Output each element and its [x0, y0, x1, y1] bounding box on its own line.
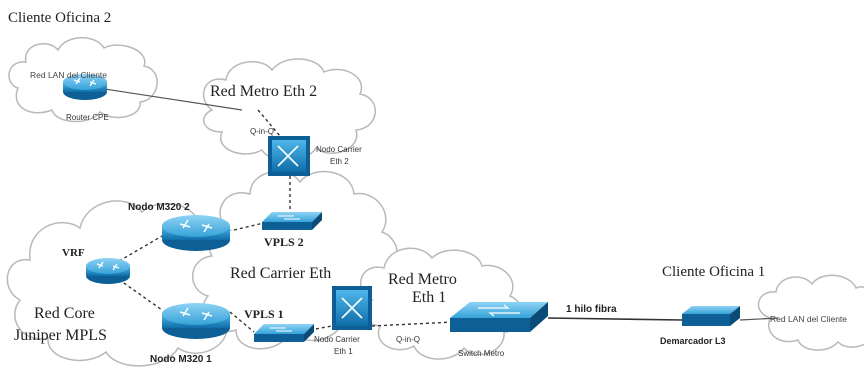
cloud-lan-cliente-1 — [757, 274, 864, 351]
nodo-m320-2-router-icon[interactable] — [162, 215, 230, 251]
red-lan-cliente-top-label: Red LAN del Cliente — [30, 70, 107, 80]
demarcador-l3-icon[interactable] — [682, 306, 740, 326]
nodo-carrier-eth-1-icon[interactable] — [332, 286, 372, 330]
vpls-2-switch-icon[interactable] — [262, 212, 322, 230]
red-carrier-eth-label: Red Carrier Eth — [230, 265, 331, 282]
vpls-1-switch-icon[interactable] — [254, 324, 314, 342]
red-metro-eth-1-label-line1: Red Metro — [388, 271, 457, 288]
hilo-fibra-label: 1 hilo fibra — [566, 304, 617, 315]
nodo-carrier-eth-2-icon[interactable] — [268, 136, 310, 176]
nodo-carrier-eth-1-label-line1: Nodo Carrier — [314, 335, 360, 344]
switch-metro-icon[interactable] — [450, 302, 548, 332]
nodo-m320-1-label: Nodo M320 1 — [150, 354, 212, 365]
vpls-2-label: VPLS 2 — [264, 235, 304, 249]
nodo-carrier-eth-2-label-line1: Nodo Carrier — [316, 145, 362, 154]
nodo-carrier-eth-2-label-line2: Eth 2 — [330, 157, 349, 166]
red-metro-eth-2-label: Red Metro Eth 2 — [210, 83, 317, 100]
connections — [84, 85, 779, 333]
nodo-carrier-eth-1-label-line2: Eth 1 — [334, 347, 353, 356]
vrf-label: VRF — [62, 247, 85, 259]
switch-metro-label: Switch Metro — [458, 349, 505, 358]
cliente-oficina-2-label: Cliente Oficina 2 — [8, 10, 111, 26]
nodo-m320-1-router-icon[interactable] — [162, 303, 230, 339]
red-core-label: Red Core — [34, 305, 95, 322]
cloud-red-metro-eth-2 — [202, 58, 377, 161]
demarcador-l3-label: Demarcador L3 — [660, 336, 726, 346]
vpls-1-label: VPLS 1 — [244, 307, 284, 321]
nodo-m320-2-label: Nodo M320 2 — [128, 202, 190, 213]
cliente-oficina-1-label: Cliente Oficina 1 — [662, 264, 765, 280]
vrf-router-icon[interactable] — [86, 258, 130, 284]
red-metro-eth-1-label-line2: Eth 1 — [412, 289, 446, 306]
qinq-bottom-label: Q-in-Q — [396, 335, 420, 344]
red-lan-cliente-right-label: Red LAN del Cliente — [770, 314, 847, 324]
router-cpe-label: Router CPE — [66, 113, 109, 122]
router-cpe-icon[interactable] — [63, 74, 107, 100]
juniper-mpls-label: Juniper MPLS — [14, 327, 107, 344]
qinq-top-label: Q-in-Q — [250, 127, 274, 136]
